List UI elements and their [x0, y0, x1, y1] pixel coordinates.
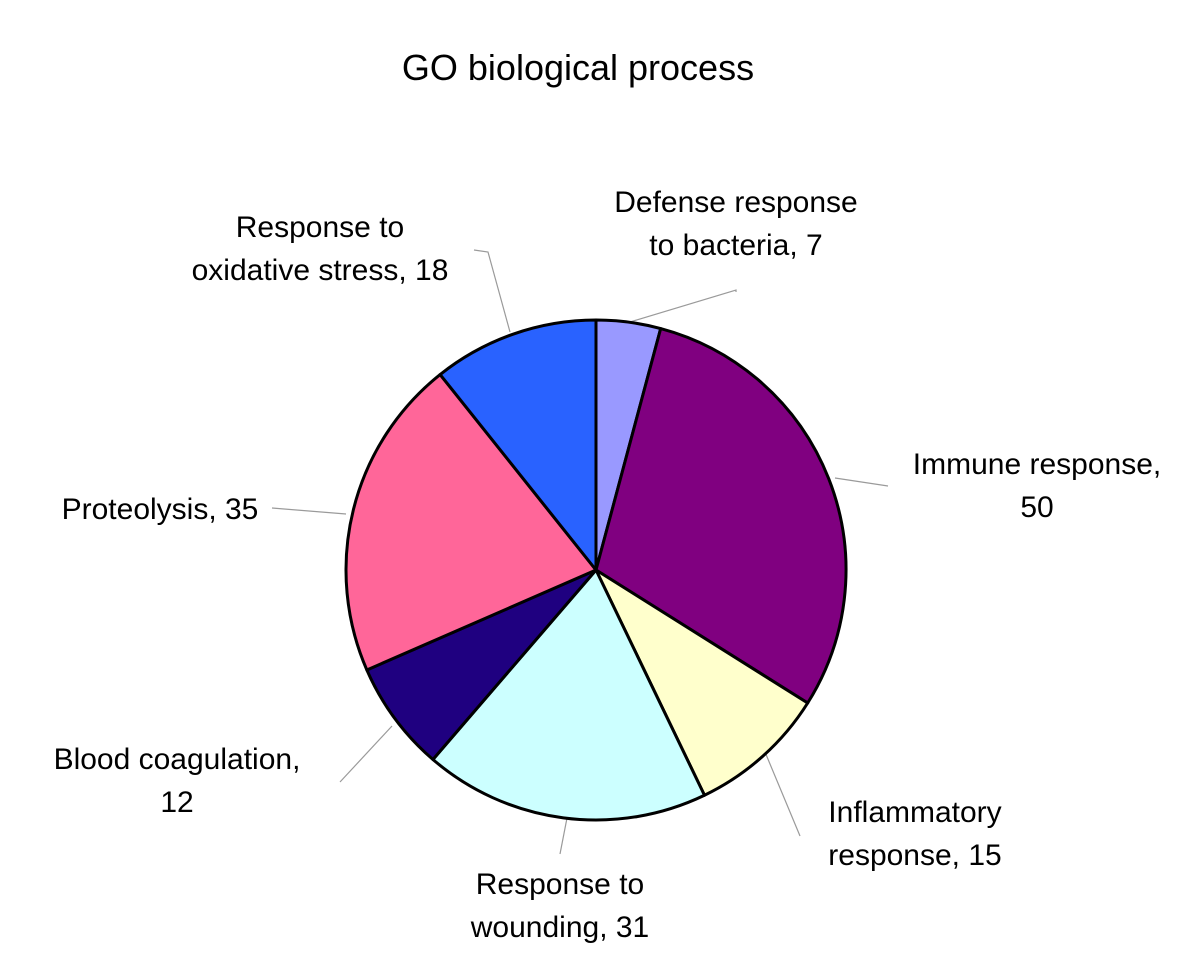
leader-line-7 — [473, 249, 511, 333]
leader-line-3 — [764, 751, 801, 837]
pie-slice-2 — [594, 327, 848, 705]
slice-label-line: wounding, 31 — [470, 911, 649, 944]
chart-title: GO biological process — [402, 47, 754, 88]
slice-label-line: Response to — [476, 868, 644, 901]
slice-label-line: Proteolysis, 35 — [62, 493, 259, 526]
slice-label-line: 50 — [1020, 491, 1053, 524]
pie-slice-7 — [438, 318, 598, 572]
leader-line-6 — [271, 507, 347, 515]
slice-label-line: oxidative stress, 18 — [192, 254, 449, 287]
pie-slice-5 — [365, 568, 598, 761]
leader-line-5 — [339, 725, 393, 783]
leader-line-1 — [629, 289, 737, 323]
slice-label-line: Inflammatory — [828, 796, 1001, 829]
slice-label-line: 12 — [160, 786, 193, 819]
slice-label-2: Immune response, 50 — [913, 448, 1161, 524]
leader-lines — [271, 249, 889, 855]
slice-label-7: Response to oxidative stress, 18 — [192, 211, 449, 287]
slice-label-4: Response to wounding, 31 — [470, 868, 649, 944]
slice-label-line: Immune response, — [913, 448, 1161, 481]
slice-labels: Defense response to bacteria, 7 Immune res… — [54, 186, 1162, 944]
slice-label-line: response, 15 — [828, 839, 1001, 872]
pie-slice-6 — [344, 373, 598, 672]
pie-slice-3 — [594, 568, 810, 797]
pie-slices — [344, 318, 848, 822]
slice-label-5: Blood coagulation, 12 — [54, 743, 301, 819]
slice-label-line: to bacteria, 7 — [649, 229, 822, 262]
slice-label-line: Response to — [236, 211, 404, 244]
pie-slice-4 — [431, 568, 706, 822]
slice-label-line: Blood coagulation, — [54, 743, 301, 776]
slice-label-6: Proteolysis, 35 — [62, 493, 259, 526]
leader-line-4 — [559, 817, 568, 855]
slice-label-1: Defense response to bacteria, 7 — [614, 186, 858, 262]
leader-line-2 — [834, 477, 889, 487]
slice-label-3: Inflammatory response, 15 — [828, 796, 1001, 872]
slice-label-line: Defense response — [614, 186, 858, 219]
